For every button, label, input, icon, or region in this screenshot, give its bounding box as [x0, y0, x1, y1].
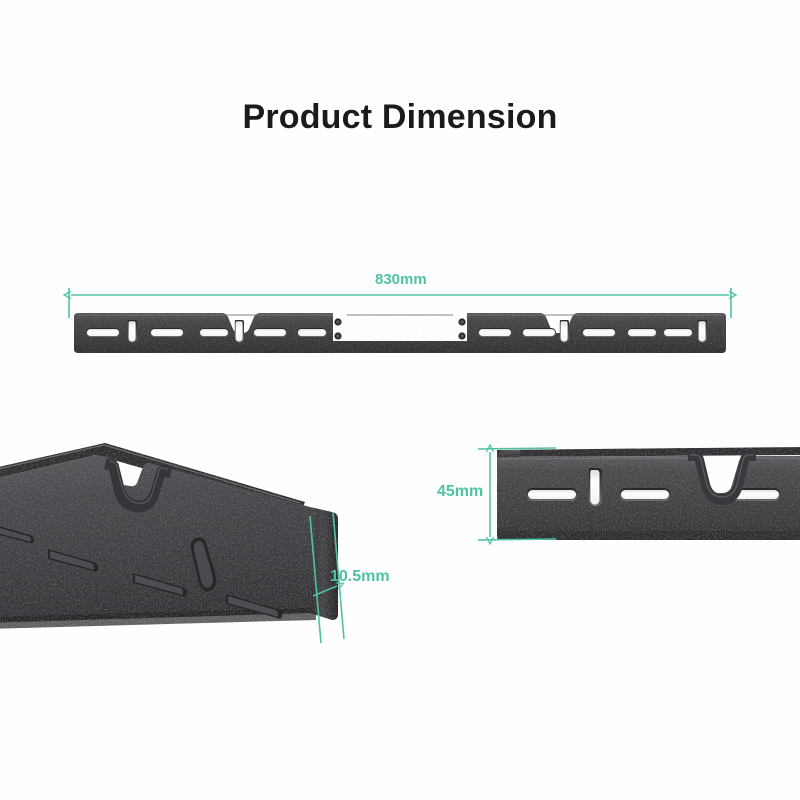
- keyhole-slot: [234, 320, 244, 343]
- rail-flat-view: [74, 313, 726, 353]
- closeup-slot: [526, 488, 781, 501]
- closeup-notch: [688, 452, 756, 505]
- keyhole-slot: [697, 320, 707, 343]
- dimension-830mm: [69, 288, 731, 318]
- perspective-keyhole-slot: [190, 537, 217, 592]
- dimension-label-45mm: 45mm: [437, 483, 484, 500]
- keyhole-slot: [127, 320, 137, 343]
- dimension-label-10-5mm: 10.5mm: [330, 568, 390, 585]
- keyhole-slot: [559, 320, 569, 343]
- perspective-notch: [104, 458, 172, 513]
- rail-flat-slots: [86, 318, 707, 343]
- dimension-45mm: [477, 448, 557, 540]
- page-title: Product Dimension: [242, 98, 558, 136]
- rail-perspective-view: [0, 443, 338, 629]
- center-screw-hole: [334, 318, 466, 340]
- dimension-label-830mm: 830mm: [375, 271, 427, 288]
- closeup-keyhole-slot: [588, 468, 602, 507]
- rail-closeup-view: [497, 447, 800, 540]
- dimension-10-5mm: [309, 511, 344, 644]
- perspective-slot: [0, 526, 282, 619]
